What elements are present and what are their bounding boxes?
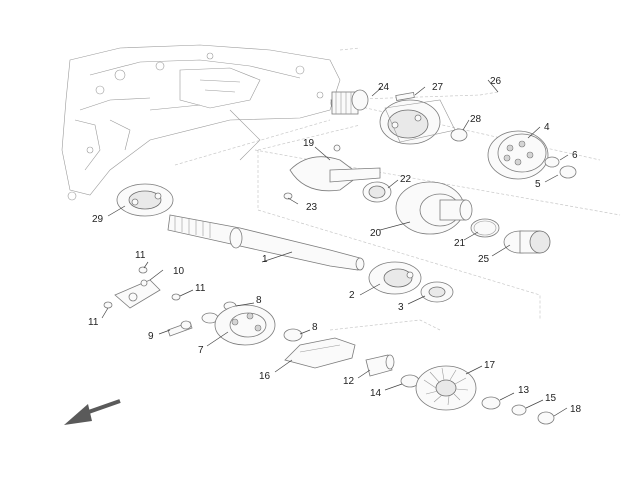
label-part-4: 4 [544, 122, 550, 133]
part-19-pivot-arm [289, 144, 381, 192]
label-part-11-b: 11 [195, 283, 206, 294]
part-17-fan [415, 365, 477, 411]
label-part-22: 22 [400, 174, 412, 185]
part-21-oring [470, 218, 500, 238]
part-23-pin [283, 192, 293, 200]
part-labels: 1 2 3 4 5 6 7 8 8 9 10 11 11 11 12 13 14… [88, 76, 582, 415]
label-part-23: 23 [306, 202, 318, 213]
label-part-21: 21 [454, 238, 466, 249]
part-8-spacer [283, 328, 303, 342]
label-part-3: 3 [398, 302, 404, 313]
label-part-8-a: 8 [256, 295, 262, 306]
label-part-16: 16 [259, 371, 271, 382]
crankcase-housing [61, 44, 361, 201]
part-1-shaft [167, 214, 365, 271]
label-part-6: 6 [572, 150, 578, 161]
label-part-13: 13 [518, 385, 530, 396]
part-4-drum [487, 130, 549, 180]
part-26-clutch-bell [379, 99, 456, 145]
label-part-28: 28 [470, 114, 482, 125]
label-part-14: 14 [370, 388, 382, 399]
label-part-17: 17 [484, 360, 496, 371]
label-part-11-c: 11 [88, 317, 99, 328]
label-part-29: 29 [92, 214, 104, 225]
part-12-sleeve [365, 354, 395, 377]
part-27-pin [395, 92, 415, 101]
part-18-nut [537, 411, 555, 425]
part-28-nut [450, 128, 468, 142]
label-part-25: 25 [478, 254, 490, 265]
label-part-8-b: 8 [312, 322, 318, 333]
label-part-20: 20 [370, 228, 382, 239]
part-16-cover [284, 319, 441, 369]
part-11-clip [103, 266, 181, 309]
part-25-bushing [503, 230, 551, 254]
part-15-washer [511, 404, 527, 416]
label-part-10: 10 [173, 266, 185, 277]
part-20-pulley [395, 181, 473, 235]
label-part-15: 15 [545, 393, 557, 404]
label-part-11-a: 11 [135, 250, 146, 261]
part-9-bolt [167, 320, 193, 337]
label-part-18: 18 [570, 404, 582, 415]
label-part-12: 12 [343, 376, 355, 387]
part-5-nut [559, 165, 577, 179]
part-7-pulley-plate [214, 304, 276, 346]
part-24-gear [330, 89, 369, 115]
part-10-lever [114, 279, 161, 309]
label-part-26: 26 [490, 76, 502, 87]
part-3-seal [420, 281, 454, 303]
leader-lines [101, 79, 569, 417]
part-22-bearing [362, 181, 392, 203]
label-part-19: 19 [303, 138, 315, 149]
label-part-9: 9 [148, 331, 154, 342]
label-part-2: 2 [349, 290, 355, 301]
label-part-5: 5 [535, 179, 541, 190]
label-part-7: 7 [198, 345, 204, 356]
label-part-1: 1 [262, 254, 268, 265]
part-2-bearing [368, 261, 422, 295]
part-13-washer [481, 396, 501, 410]
label-part-24: 24 [378, 82, 390, 93]
part-29-bearing [116, 183, 174, 217]
label-part-27: 27 [432, 82, 444, 93]
part-6-washer [544, 156, 560, 168]
arrow-down-left-icon [64, 399, 121, 425]
